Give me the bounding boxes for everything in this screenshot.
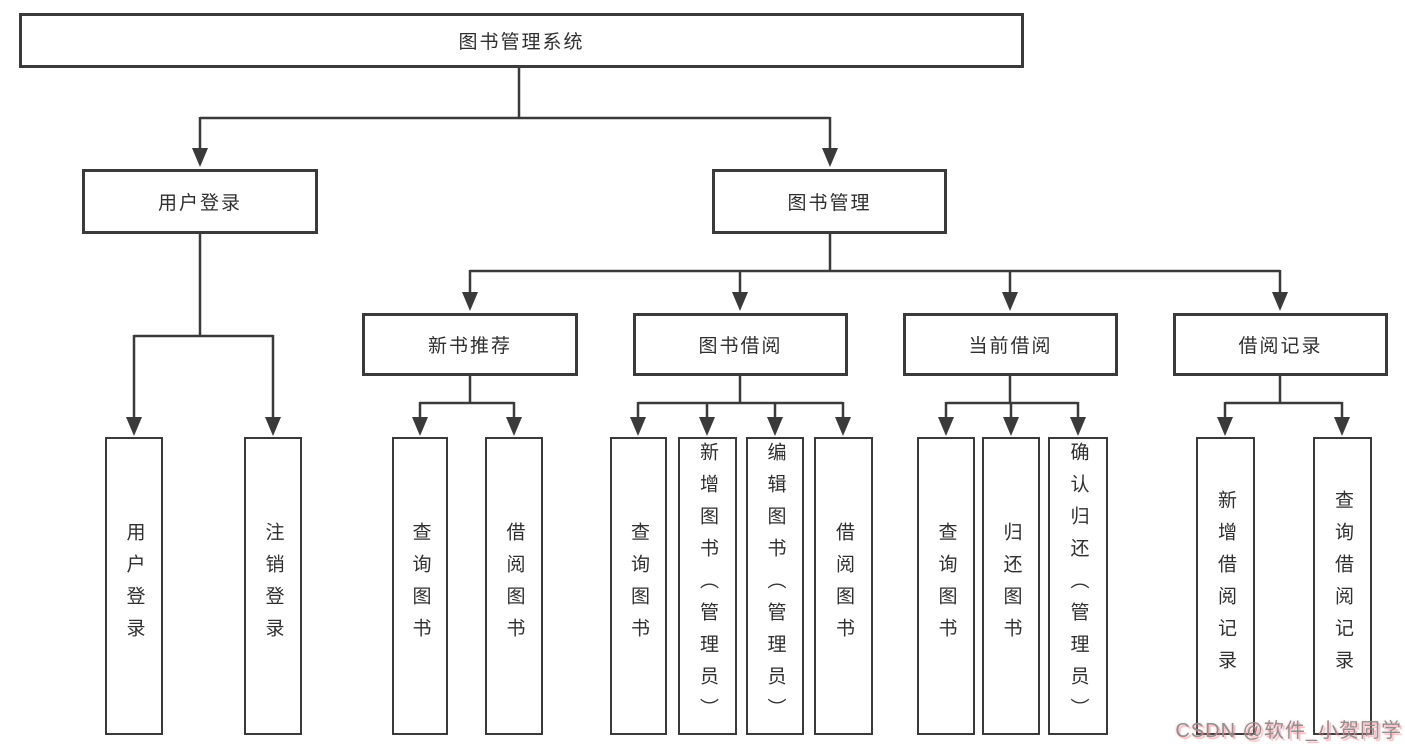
leaf-label: 注销登录 bbox=[262, 522, 284, 650]
leaf-label: 查询图书 bbox=[628, 522, 649, 650]
arrowheads bbox=[126, 148, 1350, 436]
arrowhead bbox=[630, 417, 646, 436]
arrowhead bbox=[699, 417, 715, 436]
leaf-label: 新增借阅记录 bbox=[1215, 490, 1236, 682]
edge-new-book-recommend-split bbox=[418, 376, 516, 421]
edge-user-login-split bbox=[132, 233, 275, 421]
edge-borrowing-records-split bbox=[1223, 376, 1344, 421]
leaf-current-query-book: 查询图书 bbox=[917, 437, 975, 735]
leaf-borrowing-query-book: 查询图书 bbox=[610, 437, 667, 735]
csdn-watermark: CSDN @软件_小贺同学 bbox=[1175, 720, 1402, 742]
leaf-current-confirm-return-admin: 确认归还（管理员） bbox=[1048, 437, 1108, 735]
leaf-recommend-query-book: 查询图书 bbox=[392, 437, 448, 735]
node-label: 当前借阅 bbox=[968, 336, 1053, 357]
leaf-logout: 注销登录 bbox=[244, 437, 302, 735]
arrowhead bbox=[835, 417, 851, 436]
arrowhead bbox=[1272, 292, 1288, 311]
arrowhead bbox=[126, 417, 142, 436]
edge-current-borrowing-split bbox=[944, 376, 1080, 421]
node-label: 图书管理系统 bbox=[458, 32, 585, 53]
node-root-system: 图书管理系统 bbox=[19, 13, 1024, 68]
leaf-label: 确认归还（管理员） bbox=[1067, 442, 1089, 730]
leaf-label: 编辑图书（管理员） bbox=[764, 442, 786, 730]
leaf-label: 新增图书（管理员） bbox=[697, 442, 718, 730]
node-label: 新书推荐 bbox=[427, 336, 512, 357]
arrowhead bbox=[265, 417, 281, 436]
node-label: 用户登录 bbox=[157, 193, 242, 214]
node-new-book-recommend: 新书推荐 bbox=[362, 313, 578, 376]
arrowhead bbox=[938, 417, 954, 436]
arrowhead bbox=[1002, 292, 1018, 311]
leaf-current-return-book: 归还图书 bbox=[982, 437, 1040, 735]
arrowhead bbox=[767, 417, 783, 436]
leaf-label: 查询借阅记录 bbox=[1332, 490, 1353, 682]
leaf-borrowing-edit-book-admin: 编辑图书（管理员） bbox=[746, 437, 804, 735]
edge-root-split bbox=[198, 68, 832, 152]
arrowhead bbox=[1070, 417, 1086, 436]
node-current-borrowing: 当前借阅 bbox=[903, 313, 1118, 376]
leaf-label: 借阅图书 bbox=[833, 522, 854, 650]
edge-book-management-split bbox=[468, 233, 1282, 296]
leaf-label: 归还图书 bbox=[1000, 522, 1022, 650]
arrowhead bbox=[462, 292, 478, 311]
arrowhead bbox=[822, 148, 838, 167]
node-label: 图书借阅 bbox=[698, 336, 783, 357]
node-borrowing-records: 借阅记录 bbox=[1173, 313, 1388, 376]
node-label: 图书管理 bbox=[787, 193, 872, 214]
arrowhead bbox=[192, 148, 208, 167]
node-book-management: 图书管理 bbox=[712, 169, 947, 234]
arrowhead bbox=[1334, 417, 1350, 436]
edge-book-borrowing-split bbox=[636, 376, 845, 421]
arrowhead bbox=[1003, 417, 1019, 436]
leaf-user-login: 用户登录 bbox=[105, 437, 163, 735]
arrowhead bbox=[1217, 417, 1233, 436]
arrowhead bbox=[506, 417, 522, 436]
node-label: 借阅记录 bbox=[1238, 336, 1323, 357]
leaf-records-add-record: 新增借阅记录 bbox=[1196, 437, 1255, 735]
leaf-label: 查询图书 bbox=[935, 522, 957, 650]
leaf-label: 借阅图书 bbox=[503, 522, 525, 650]
leaf-borrowing-borrow-book: 借阅图书 bbox=[814, 437, 873, 735]
leaf-label: 用户登录 bbox=[123, 522, 145, 650]
node-user-login: 用户登录 bbox=[82, 169, 318, 234]
leaf-borrowing-add-book-admin: 新增图书（管理员） bbox=[678, 437, 737, 735]
arrowhead bbox=[412, 417, 428, 436]
leaf-recommend-borrow-book: 借阅图书 bbox=[485, 437, 543, 735]
arrowhead bbox=[732, 292, 748, 311]
leaf-records-query-record: 查询借阅记录 bbox=[1313, 437, 1372, 735]
leaf-label: 查询图书 bbox=[409, 522, 431, 650]
node-book-borrowing: 图书借阅 bbox=[633, 313, 848, 376]
